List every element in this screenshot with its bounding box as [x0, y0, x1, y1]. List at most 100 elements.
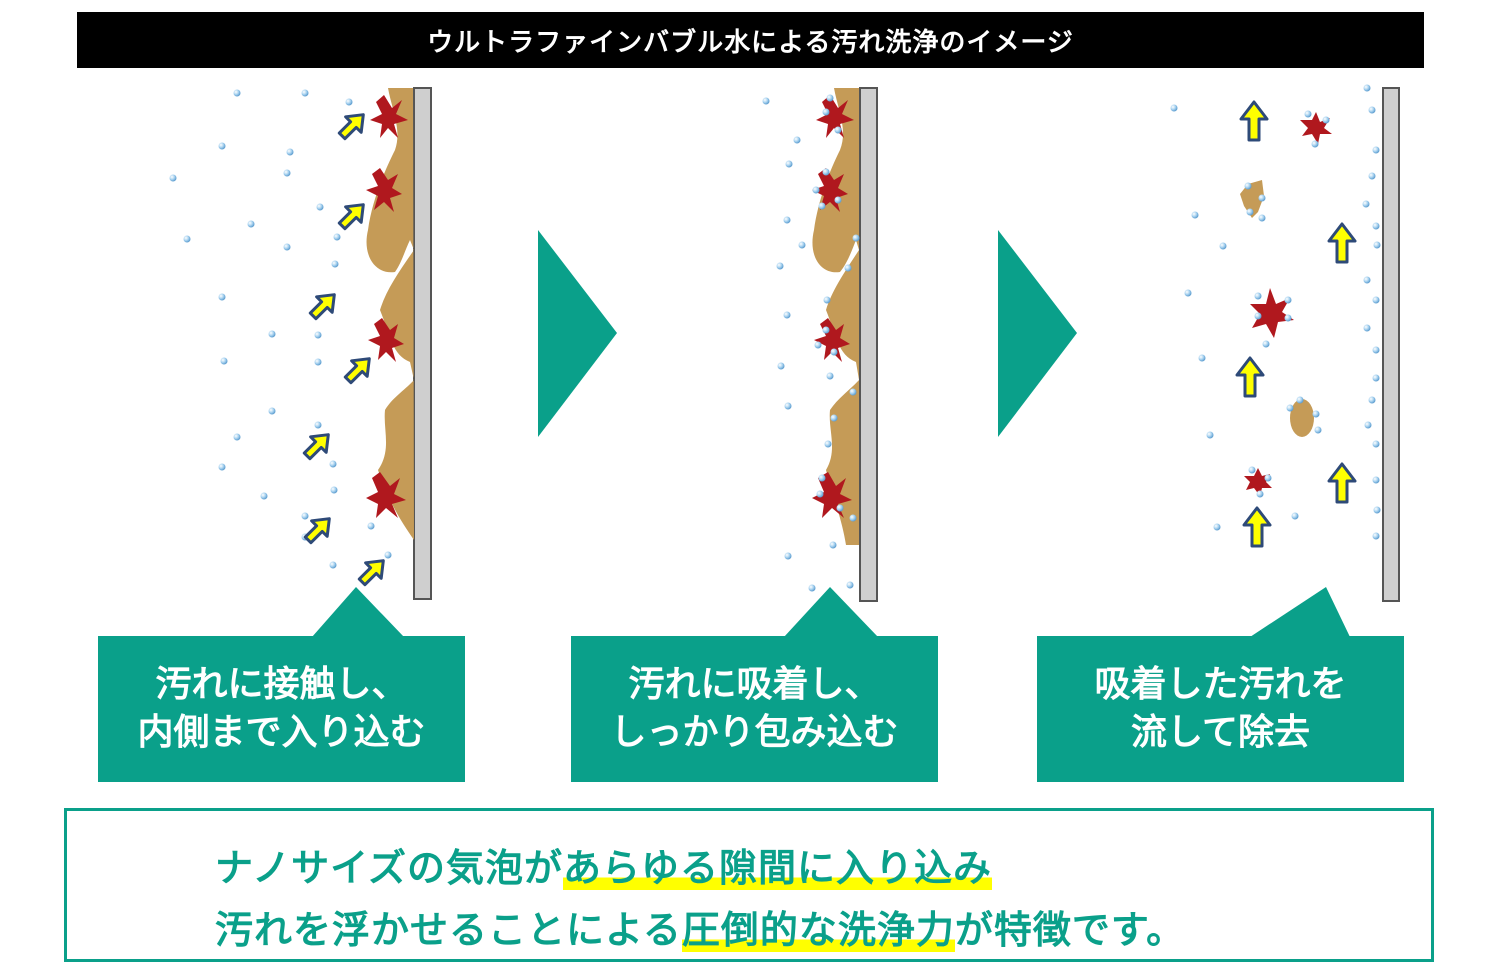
stain	[812, 472, 852, 518]
bubble	[1286, 404, 1294, 412]
bubble	[846, 581, 854, 589]
bubble	[1363, 276, 1371, 284]
step-1-callout: 汚れに接触し、 内側まで入り込む	[98, 636, 465, 782]
bubble	[1372, 296, 1380, 304]
bubble	[1258, 214, 1266, 222]
bubble	[233, 433, 241, 441]
panel-contact	[169, 87, 432, 600]
bubble	[777, 362, 785, 370]
bubble	[1322, 116, 1330, 124]
bubble	[852, 234, 860, 242]
bubble	[785, 160, 793, 168]
bubble	[1368, 172, 1376, 180]
bubbles-3	[1170, 104, 1299, 531]
bubble	[826, 372, 834, 380]
stain	[812, 168, 848, 212]
bubble	[1291, 512, 1299, 520]
bubble	[834, 126, 842, 134]
bubble	[1198, 354, 1206, 362]
bubble	[1372, 222, 1380, 230]
summary-highlight: あらゆる隙間に入り込み	[562, 846, 992, 890]
stain	[1300, 112, 1332, 144]
bubble	[818, 202, 826, 210]
bubble	[1372, 476, 1380, 484]
bubble	[1373, 241, 1381, 249]
bubble	[818, 474, 826, 482]
arrows-up	[1235, 100, 1357, 548]
arrow-icon	[357, 559, 385, 587]
stain	[816, 95, 854, 138]
page-title: ウルトラファインバブル水による汚れ洗浄のイメージ	[77, 12, 1424, 68]
summary-text: ナノサイズの気泡が	[215, 846, 563, 890]
summary-box: ナノサイズの気泡があらゆる隙間に入り込み 汚れを浮かせることによる圧倒的な洗浄力…	[64, 808, 1434, 962]
dirt-particle	[1240, 180, 1264, 218]
arrow-icon	[302, 433, 330, 461]
floating-dirt	[1240, 180, 1322, 437]
step-3-callout: 吸着した汚れを 流して除去	[1037, 636, 1404, 782]
bubble	[784, 552, 792, 560]
bubble	[1258, 194, 1266, 202]
bubble	[1254, 312, 1262, 320]
bubble	[1213, 523, 1221, 531]
bubble	[316, 203, 324, 211]
step-2-line-2: しっかり包み込む	[610, 712, 899, 753]
dirt-layer	[366, 88, 414, 540]
arrow-icon	[303, 517, 331, 545]
bubble	[1312, 410, 1320, 418]
panel-remove	[1170, 84, 1400, 602]
bubble	[830, 348, 838, 356]
step-3-line-2: 流して除去	[1131, 712, 1310, 753]
bubble	[1284, 314, 1292, 322]
bubble	[812, 186, 820, 194]
bubble	[784, 402, 792, 410]
bubble	[268, 407, 276, 415]
summary-line-1: ナノサイズの気泡があらゆる隙間に入り込み	[215, 837, 992, 892]
bubble	[1372, 440, 1380, 448]
chevron-right-icon	[538, 230, 617, 437]
bubble	[830, 414, 838, 422]
bubble	[1254, 292, 1262, 300]
summary-line-2: 汚れを浮かせることによる圧倒的な洗浄力が特徴です。	[215, 899, 1185, 954]
bubble	[330, 486, 338, 494]
bubble	[384, 551, 392, 559]
bubble	[218, 142, 226, 150]
bubble	[1311, 140, 1319, 148]
bubble	[1206, 431, 1214, 439]
bubble	[844, 264, 852, 272]
bubble	[829, 541, 837, 549]
bubble	[183, 235, 191, 243]
arrow-icon	[1235, 356, 1265, 398]
wall	[1382, 87, 1400, 602]
callout-pointer	[1250, 587, 1350, 637]
bubble	[823, 296, 831, 304]
bubble	[1368, 106, 1376, 114]
callout-pointer	[784, 587, 878, 637]
bubble	[1256, 490, 1264, 498]
bubble	[1284, 296, 1292, 304]
step-2-callout: 汚れに吸着し、 しっかり包み込む	[571, 636, 938, 782]
bubble	[268, 330, 276, 338]
bubbles-1	[169, 89, 392, 569]
bubble	[822, 326, 830, 334]
arrow-icon	[1327, 222, 1357, 264]
bubble	[329, 460, 337, 468]
arrows-diagonal	[302, 113, 385, 587]
bubble	[247, 220, 255, 228]
callout-pointer	[312, 587, 404, 637]
chevron-right-icon	[998, 230, 1077, 437]
bubble	[1372, 374, 1380, 382]
arrow-icon	[308, 293, 336, 321]
bubble	[1296, 396, 1304, 404]
step-1-line-2: 内側まで入り込む	[137, 712, 426, 753]
step-2-line-1: 汚れに吸着し、	[628, 664, 881, 705]
bubble	[301, 89, 309, 97]
bubble	[1368, 396, 1376, 404]
panel-adsorb	[762, 87, 878, 602]
bubble	[1363, 84, 1371, 92]
bubble	[776, 262, 784, 270]
stain	[368, 318, 404, 362]
floating-stains	[1244, 112, 1332, 496]
wall	[413, 87, 432, 600]
bubble	[1264, 474, 1272, 482]
bubble	[1314, 426, 1322, 434]
